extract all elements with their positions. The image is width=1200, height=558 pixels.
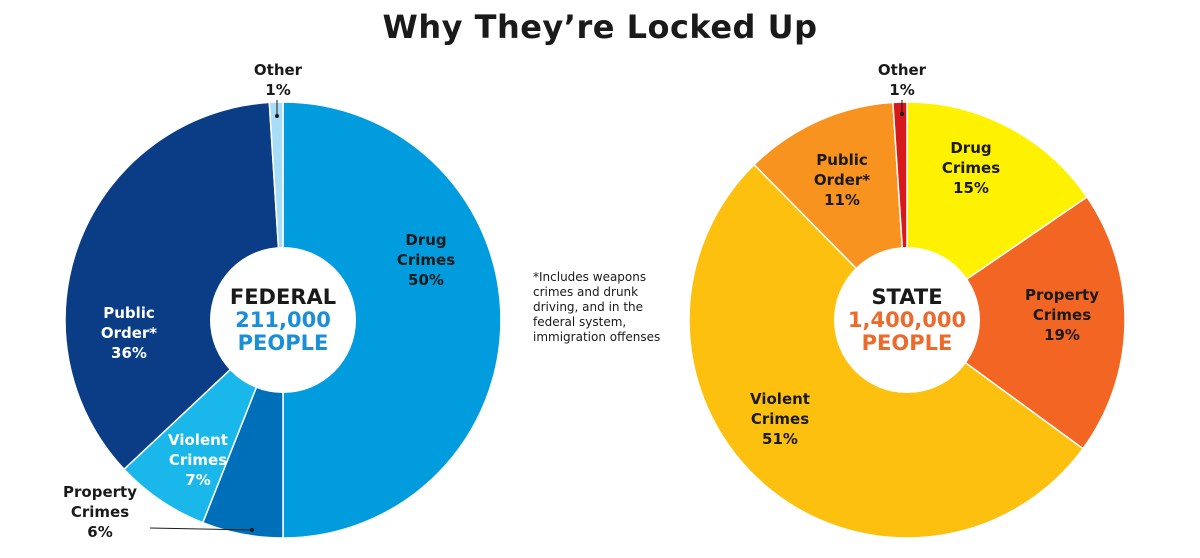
center-label-group: STATE	[871, 285, 942, 309]
center-label-unit: PEOPLE	[238, 331, 329, 355]
footnote: *Includes weapons crimes and drunk drivi…	[533, 270, 661, 344]
pie-slice-drug-crimes	[282, 101, 502, 539]
leader-dot	[250, 528, 254, 532]
center-label-unit: PEOPLE	[862, 331, 953, 355]
pie-slice-property-crimes	[905, 196, 1126, 450]
pie-slice-public-order	[64, 101, 284, 471]
leader-dot	[900, 112, 904, 116]
center-label-count: 1,400,000	[848, 308, 966, 332]
center-circle	[834, 247, 980, 393]
center-label-count: 211,000	[235, 308, 331, 332]
center-label-group: FEDERAL	[230, 285, 336, 309]
chart-title: Why They’re Locked Up	[382, 8, 818, 46]
leader-dot	[275, 114, 279, 118]
center-circle	[210, 247, 356, 393]
leader-line	[149, 527, 253, 531]
